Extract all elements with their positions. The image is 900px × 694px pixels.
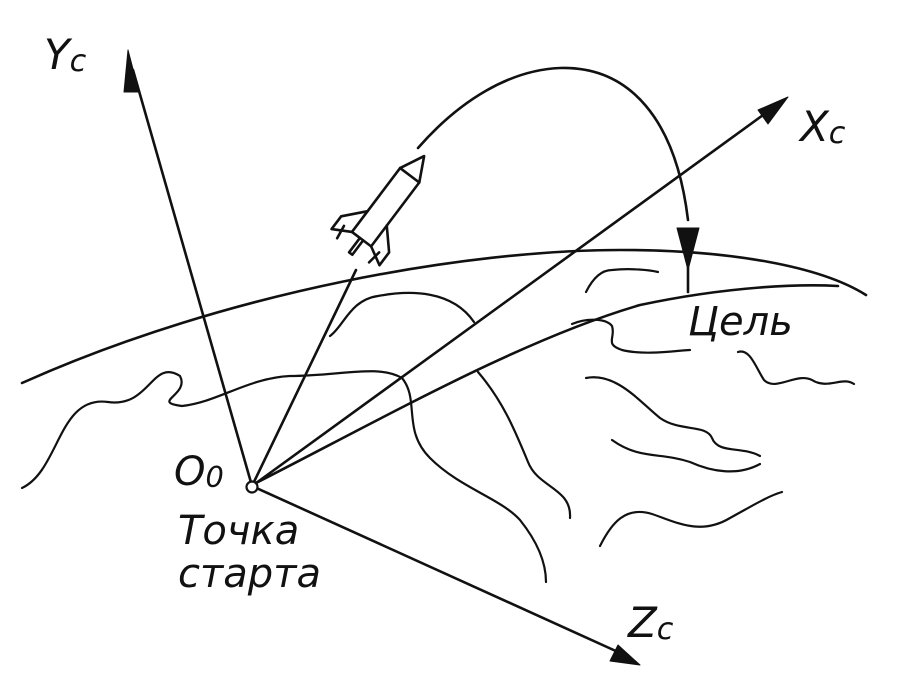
terrain-ridge-3 [584,376,762,458]
horizon-line [20,248,868,385]
y-axis-label: Yc [44,30,87,80]
origin-label: O0 [174,449,224,495]
terrain-ridge-2 [476,370,572,520]
z-axis-label: Zc [628,598,674,648]
terrain-ridge-8 [584,268,660,294]
origin-point [245,480,259,494]
x-axis-line [250,108,772,488]
launch-point-caption-line2: старта [178,551,322,598]
terrain-ridge-1 [328,291,476,338]
z-axis-line [250,484,620,654]
x-axis-label: Xc [800,102,846,152]
ballistic-trajectory [416,66,690,222]
y-axis-line [131,68,254,488]
z-axis-arrowhead [609,644,641,666]
launch-point-caption-line1: Точка [178,508,300,554]
terrain-coastline [20,370,548,584]
x-axis-arrowhead [757,96,789,125]
terrain-ridge-4 [610,438,762,473]
terrain-ridge-5 [598,490,784,548]
terrain-ridge-6 [736,350,856,386]
ground-track-line [250,284,840,487]
terrain-ridge-7 [570,318,692,354]
terrain-contours [20,268,856,584]
target-label: Цель [688,299,793,345]
rocket-icon [330,154,426,267]
y-axis-arrowhead [123,49,140,93]
launch-direction-line [250,268,358,488]
launch-point-caption: Точка старта [178,508,322,598]
